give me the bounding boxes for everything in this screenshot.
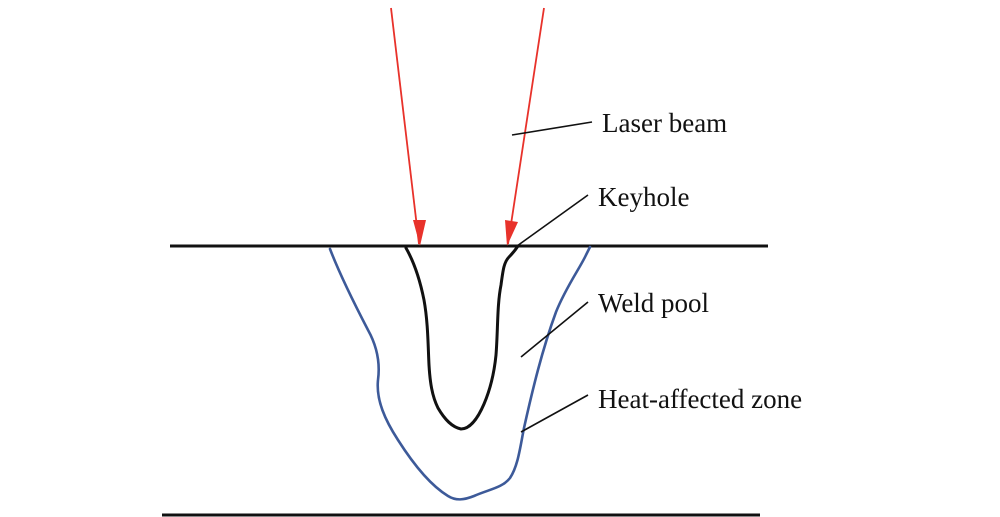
label-keyhole: Keyhole <box>598 182 690 212</box>
laser-ray-left <box>390 7 420 245</box>
leader-heat-affected-zone <box>520 394 589 433</box>
leader-keyhole <box>516 194 589 247</box>
keyhole-outline <box>404 244 520 431</box>
label-weld-pool: Weld pool <box>598 288 710 318</box>
label-heat-affected-zone: Heat-affected zone <box>598 384 803 414</box>
laser-ray-right <box>507 7 545 245</box>
laser-arrowhead-left <box>413 220 426 246</box>
heat-affected-zone-outline <box>328 245 592 501</box>
laser-arrowhead-right <box>505 220 518 246</box>
leader-laser-beam <box>511 121 593 136</box>
leader-weld-pool <box>520 301 589 358</box>
laser-beam <box>390 7 545 246</box>
label-laser-beam: Laser beam <box>602 108 728 138</box>
